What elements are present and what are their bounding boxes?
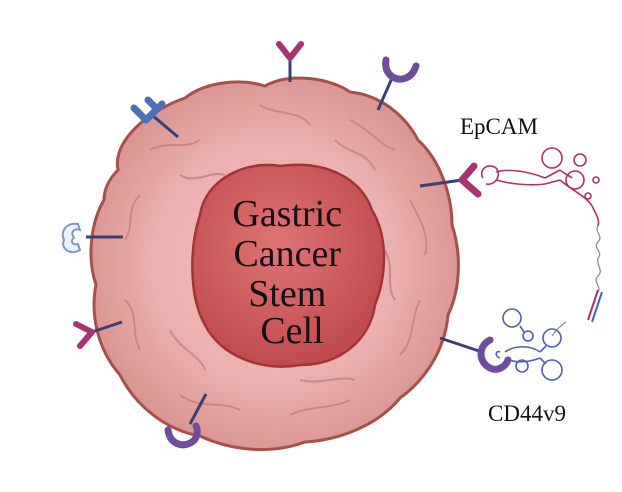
epcam-receptor-icon	[419, 162, 482, 198]
c-shaped-receptor-icon	[376, 56, 420, 111]
y-shaped-receptor-icon	[276, 41, 304, 82]
nucleus-shape	[191, 163, 386, 368]
nucleus-label-line-4: Cell	[260, 310, 323, 352]
svg-text:Gastric Cancer Ste: Gastric Cancer Stem Cell	[232, 193, 351, 352]
cd44v9-aptamer-icon	[495, 308, 563, 381]
nucleus-label-line-2: Cancer	[233, 233, 341, 275]
aptamer-duplex	[587, 289, 603, 323]
cd44v9-label: CD44v9	[488, 401, 566, 426]
epcam-label: EpCAM	[460, 114, 538, 139]
blue-receptor-icon	[130, 96, 179, 139]
cell-texture	[124, 104, 428, 416]
nucleus: Gastric Cancer Stem Cell	[191, 163, 386, 368]
y-shaped-receptor-icon	[73, 320, 123, 349]
nucleus-label-line-1: Gastric	[232, 193, 342, 235]
aptamer-linker	[551, 225, 601, 337]
c-shaped-receptor-icon	[164, 393, 208, 449]
epcam-aptamer-icon	[480, 147, 600, 227]
outlined-receptor-icon	[61, 222, 123, 254]
cd44v9-receptor-icon	[439, 336, 512, 373]
nucleus-label-line-3: Stem	[248, 273, 326, 315]
